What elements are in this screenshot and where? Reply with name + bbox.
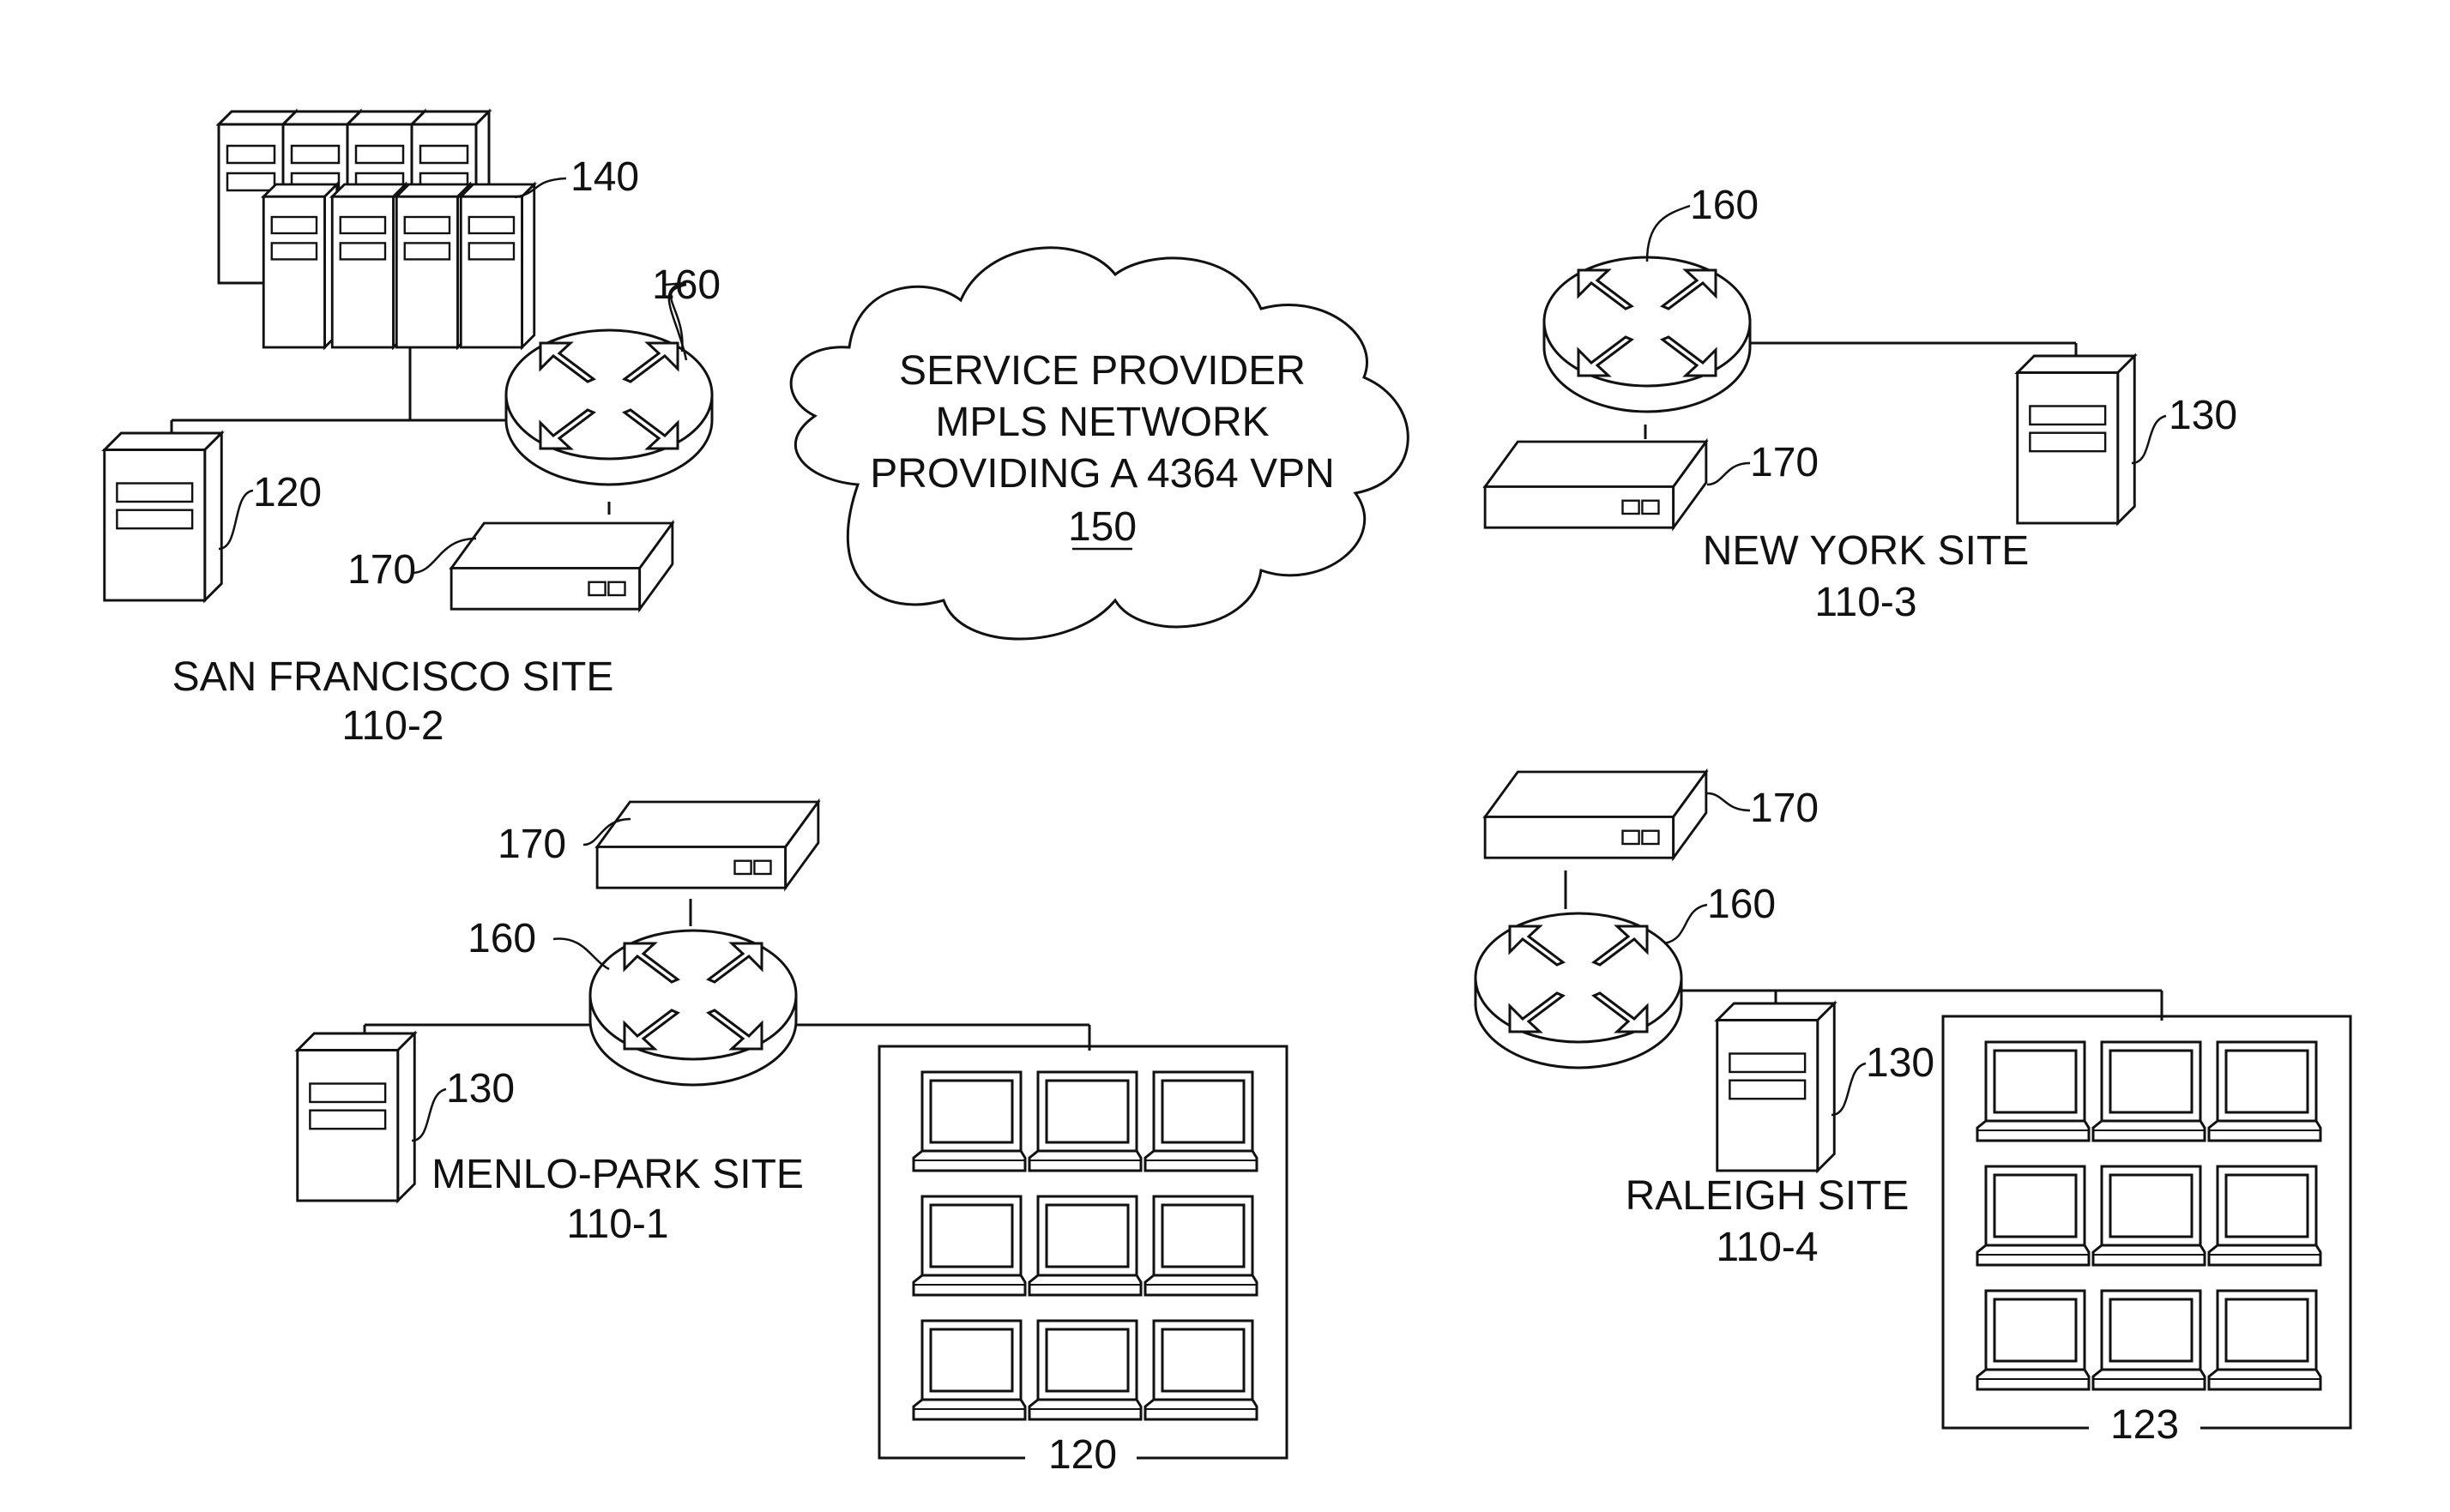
router-ref: 160: [1707, 882, 1776, 927]
server-farm-ref: 140: [570, 154, 639, 200]
modem-ref: 170: [1750, 440, 1819, 485]
laptops-ref: 123: [2110, 1402, 2179, 1448]
router-ref: 160: [1690, 183, 1759, 228]
server-farm: [219, 111, 534, 347]
router-icon: [506, 330, 712, 485]
cloud-ref: 150: [1068, 504, 1137, 550]
site-id: 110-1: [566, 1202, 668, 1247]
server-ref: 130: [446, 1066, 515, 1111]
cloud-line-1: SERVICE PROVIDER: [899, 348, 1306, 394]
server-icon: [105, 433, 222, 600]
router-icon: [590, 931, 796, 1085]
site-raleigh: 170 160 130 RALEIGH SITE 110-4 123: [1475, 772, 2350, 1448]
modem-ref: 170: [1750, 786, 1819, 831]
modem-ref: 170: [498, 822, 566, 867]
modem-icon: [1485, 772, 1706, 858]
modem-icon: [597, 802, 818, 888]
server-icon: [298, 1033, 415, 1201]
cloud-line-3: PROVIDING A 4364 VPN: [870, 451, 1335, 497]
laptop-group: [1943, 1016, 2350, 1428]
router-icon: [1544, 257, 1750, 412]
modem-icon: [1485, 442, 1706, 527]
site-id: 110-4: [1716, 1225, 1818, 1270]
laptops-ref: 120: [1048, 1432, 1117, 1478]
cloud-line-2: MPLS NETWORK: [935, 400, 1269, 445]
laptop-group: [879, 1046, 1287, 1458]
mpls-cloud: SERVICE PROVIDER MPLS NETWORK PROVIDING …: [791, 248, 1408, 639]
server-icon: [1717, 1003, 1835, 1171]
modem-icon: [451, 523, 673, 609]
site-name: SAN FRANCISCO SITE: [172, 654, 614, 700]
site-id: 110-3: [1814, 580, 1916, 625]
site-new-york: 160 130 170 NEW YORK SITE 110-3: [1485, 183, 2237, 625]
server-ref: 130: [1866, 1040, 1934, 1086]
server-ref: 130: [2169, 393, 2237, 438]
site-id: 110-2: [341, 703, 444, 749]
server-ref: 120: [253, 470, 322, 515]
site-menlo-park: 170 160 130 MENLO-PARK SITE 110-1 120: [298, 802, 1287, 1478]
site-name: MENLO-PARK SITE: [431, 1152, 804, 1197]
router-icon: [1475, 913, 1681, 1068]
modem-ref: 170: [347, 547, 416, 593]
site-name: NEW YORK SITE: [1703, 528, 2030, 574]
server-icon: [2018, 356, 2135, 523]
router-ref: 160: [652, 262, 721, 308]
router-ref: 160: [468, 916, 536, 961]
site-san-francisco: 140 160 120 170 SAN FRANCISCO SITE 110-2: [105, 111, 721, 749]
site-name: RALEIGH SITE: [1626, 1173, 1910, 1219]
